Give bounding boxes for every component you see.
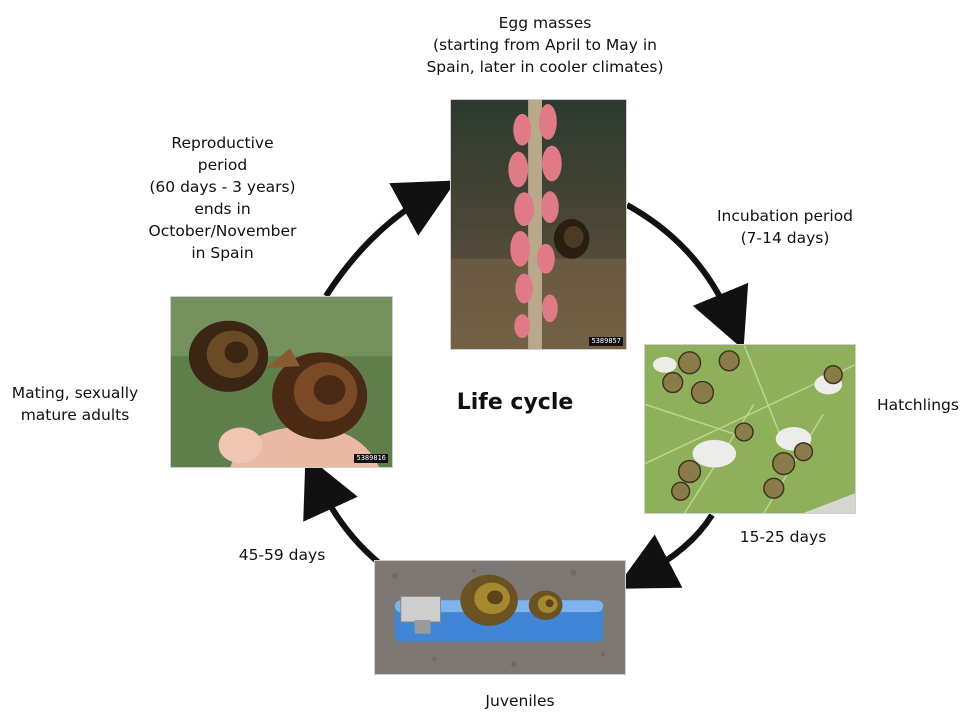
juveniles-photo: [374, 560, 626, 675]
egg-masses-photo: 5389857: [450, 99, 627, 350]
mating-adults-label: Mating, sexually mature adults: [0, 382, 150, 426]
juvenile-to-adult-duration: 45-59 days: [212, 544, 352, 566]
hatch-to-juvenile-duration: 15-25 days: [718, 526, 848, 548]
juveniles-label: Juveniles: [455, 690, 585, 712]
reproductive-period-label: Reproductive period (60 days - 3 years) …: [125, 132, 320, 264]
adults-photo: 5389816: [170, 296, 393, 468]
egg-masses-label: Egg masses (starting from April to May i…: [380, 12, 710, 78]
hatchlings-photo: [644, 344, 856, 514]
incubation-period-label: Incubation period (7-14 days): [690, 205, 880, 249]
adults-photo-id: 5389816: [354, 454, 388, 463]
arrow-hatchlings-to-juveniles: [642, 515, 712, 575]
life-cycle-title: Life cycle: [430, 390, 600, 415]
egg-photo-id: 5389857: [589, 337, 623, 346]
arrow-adults-to-eggs: [326, 195, 430, 296]
hatchlings-label: Hatchlings: [868, 394, 968, 416]
